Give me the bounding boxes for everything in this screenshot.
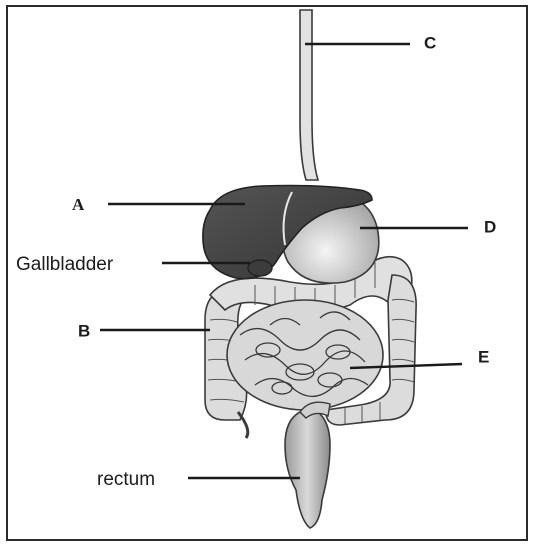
label-rectum: rectum: [97, 469, 155, 490]
label-e: E: [478, 347, 489, 366]
label-a: A: [72, 195, 85, 214]
small-intestine: [227, 300, 383, 410]
gallbladder: [248, 260, 272, 276]
label-gallbladder: Gallbladder: [16, 254, 114, 275]
label-c: C: [424, 33, 436, 52]
label-d: D: [484, 217, 496, 236]
label-b: B: [78, 321, 90, 340]
